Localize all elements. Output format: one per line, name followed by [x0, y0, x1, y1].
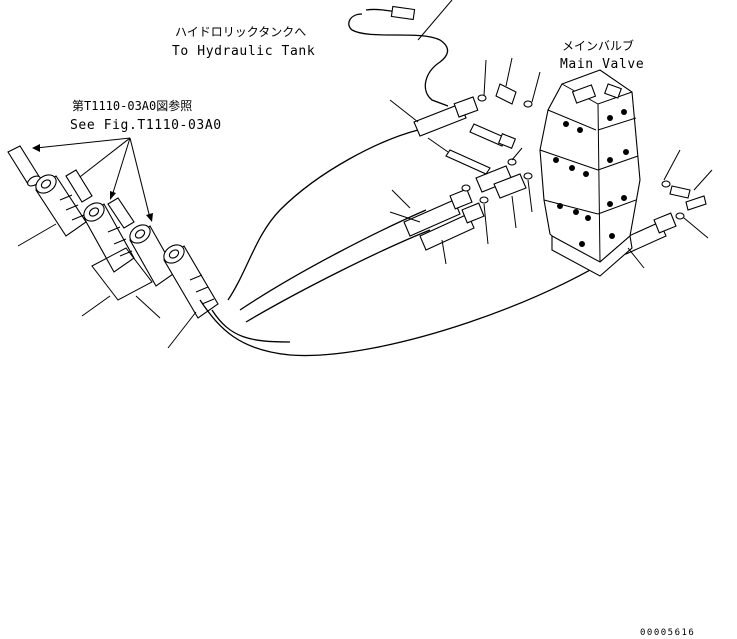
- main-valve: [539, 69, 641, 277]
- leader-lines: [17, 57, 713, 349]
- hose-end-middle-1: [403, 199, 461, 237]
- hose-fitting-4: [163, 244, 219, 319]
- reference-label-en: See Fig.T1110-03A0: [70, 118, 222, 133]
- connectors: [445, 83, 707, 220]
- tank-hose: [348, 0, 453, 107]
- valve-bolts: [553, 109, 629, 247]
- main-valve-label-jp: メインバルブ: [562, 38, 634, 53]
- fitting-tube-3: [107, 197, 135, 229]
- hose-fitting-1: [35, 174, 87, 237]
- reference-arrows: [32, 137, 153, 222]
- fitting-tube-2: [65, 169, 93, 203]
- main-valve-label-en: Main Valve: [560, 57, 644, 72]
- tank-label-en: To Hydraulic Tank: [172, 44, 315, 59]
- long-hoses: [199, 129, 641, 357]
- reference-label-jp: 第T1110-03A0図参照: [72, 98, 192, 113]
- drawing-id: 00005616: [640, 628, 695, 638]
- tank-label-jp: ハイドロリックタンクへ: [175, 25, 306, 39]
- hose-end-middle-2: [419, 213, 475, 251]
- left-fittings: [7, 145, 219, 319]
- hose-end-upper: [413, 103, 467, 137]
